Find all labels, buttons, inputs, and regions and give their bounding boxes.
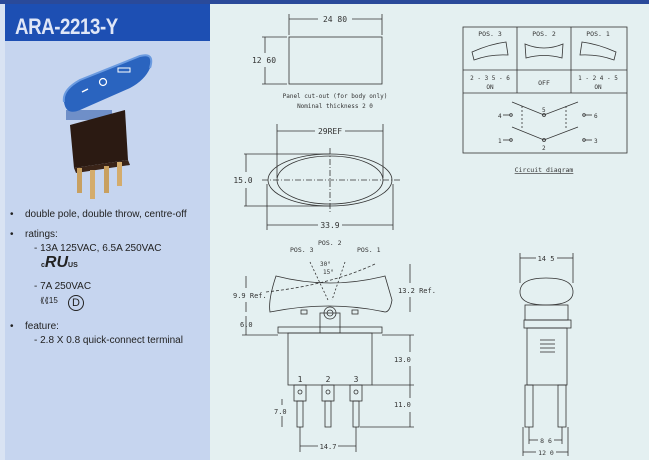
dim-14-7: 14.7 — [320, 443, 337, 451]
circuit-diagram: POS. 3 POS. 2 POS. 1 2 - 3 5 - 6 ON OFF … — [462, 26, 628, 174]
dim-13-0: 13.0 — [394, 356, 411, 364]
pin-3: 3 — [354, 375, 359, 384]
dim-15: 15.0 — [233, 176, 252, 185]
spec-feature-1: - 2.8 X 0.8 quick-connect terminal — [34, 335, 183, 346]
dim-7-0: 7.0 — [274, 408, 287, 416]
dim-13-2-ref: 13.2 Ref. — [398, 287, 436, 295]
spec-pole: double pole, double throw, centre-off — [25, 209, 187, 220]
terminal-1: 1 — [498, 138, 502, 145]
circuit-caption: Circuit diagram — [515, 166, 574, 174]
dim-8-6: 8 6 — [540, 437, 552, 445]
dim-14-5: 14 5 — [538, 255, 555, 263]
product-title: ARA-2213-Y — [15, 14, 118, 39]
terminal-6: 6 — [594, 113, 598, 120]
dim-339: 33.9 — [320, 221, 339, 230]
dim-11-0: 11.0 — [394, 401, 411, 409]
pos3-state: ON — [486, 84, 494, 91]
spec-rating-2: - 7A 250VAC — [34, 281, 92, 292]
demko-logo: D — [68, 295, 84, 311]
bullet: • — [10, 209, 14, 220]
cutout-caption: Panel cut-out (for body only) — [283, 93, 388, 100]
enec-logo: ⟪⟪15 — [40, 296, 58, 305]
title-banner: ARA-2213-Y — [5, 4, 210, 41]
spec-ratings-label: ratings: — [25, 229, 58, 240]
side-pos3: POS. 3 — [290, 246, 314, 254]
terminal-3: 3 — [594, 138, 598, 145]
angle-30: 30° — [320, 261, 331, 268]
terminal-2: 2 — [542, 145, 546, 152]
angle-15: 15° — [323, 269, 334, 276]
dim-12-0: 12 0 — [538, 449, 554, 457]
bullet: • — [10, 321, 14, 332]
technical-drawings: 24 80 12 60 Panel cut-out (for body only… — [233, 14, 628, 457]
pos3-label: POS. 3 — [478, 30, 502, 38]
side-pos2: POS. 2 — [318, 239, 342, 247]
spec-feature-label: feature: — [25, 321, 59, 332]
dim-9-9-ref: 9.9 Ref. — [233, 292, 267, 300]
spec-list: • double pole, double throw, centre-off •… — [10, 208, 210, 348]
top-border — [0, 0, 649, 4]
spec-rating-1: - 13A 125VAC, 6.5A 250VAC — [34, 243, 162, 254]
end-view-drawing: 14 5 8 6 12 0 — [519, 253, 574, 457]
cutout-height: 12 60 — [252, 56, 276, 65]
side-pos1: POS. 1 — [357, 246, 381, 254]
side-view-drawing: POS. 3 POS. 2 POS. 1 30° 15° 1 2 3 — [233, 239, 436, 452]
dim-29ref: 29REF — [318, 127, 342, 136]
pin-2: 2 — [326, 375, 331, 384]
pos2-state: OFF — [538, 79, 550, 87]
ul-logo: cRUUS — [41, 254, 78, 271]
thickness-caption: Nominal thickness 2 0 — [297, 103, 373, 110]
pin-1: 1 — [298, 375, 303, 384]
terminal-4: 4 — [498, 113, 502, 120]
pos1-state: ON — [594, 84, 602, 91]
top-view-drawing: 29REF 15.0 33.9 — [233, 124, 400, 230]
dim-6-0: 6.0 — [240, 321, 253, 329]
terminals — [293, 384, 363, 428]
pos1-contacts: 1 - 2 4 - 5 — [578, 75, 618, 82]
pos2-label: POS. 2 — [532, 30, 556, 38]
panel-cutout-drawing: 24 80 12 60 Panel cut-out (for body only… — [252, 14, 387, 110]
bullet: • — [10, 229, 14, 240]
cutout-width: 24 80 — [323, 15, 347, 24]
product-photo — [62, 54, 153, 199]
terminal-5: 5 — [542, 107, 546, 114]
pos3-contacts: 2 - 3 5 - 6 — [470, 75, 510, 82]
pos1-label: POS. 1 — [586, 30, 610, 38]
